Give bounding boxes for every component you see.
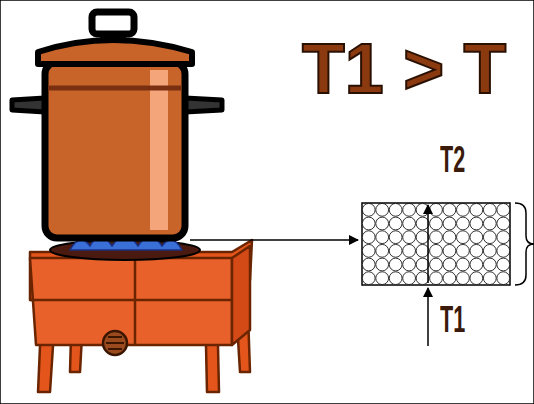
particle xyxy=(470,203,483,216)
particle xyxy=(483,272,496,285)
curly-bracket xyxy=(515,203,534,285)
particle xyxy=(483,258,496,271)
particle xyxy=(443,272,456,285)
particle xyxy=(497,217,510,230)
particle xyxy=(376,244,389,257)
particle xyxy=(362,258,375,271)
particle xyxy=(470,272,483,285)
particle xyxy=(362,203,375,216)
particle xyxy=(483,231,496,244)
particle xyxy=(403,244,416,257)
particle xyxy=(389,203,402,216)
particle xyxy=(457,217,470,230)
particle xyxy=(443,203,456,216)
particle xyxy=(443,258,456,271)
stove xyxy=(30,240,252,392)
particle xyxy=(497,231,510,244)
particle xyxy=(376,272,389,285)
particle xyxy=(483,203,496,216)
particle xyxy=(430,231,443,244)
particle xyxy=(470,258,483,271)
particle xyxy=(416,244,429,257)
particle xyxy=(457,272,470,285)
particle xyxy=(389,217,402,230)
particle xyxy=(376,231,389,244)
particle xyxy=(389,272,402,285)
particle xyxy=(497,272,510,285)
particle xyxy=(376,258,389,271)
particle xyxy=(470,217,483,230)
title: T1 > T xyxy=(302,34,506,104)
particle xyxy=(416,272,429,285)
particle xyxy=(416,231,429,244)
particle xyxy=(416,217,429,230)
particle xyxy=(457,231,470,244)
particle xyxy=(362,217,375,230)
particle xyxy=(430,272,443,285)
heat-input-arrow xyxy=(427,288,429,346)
particle xyxy=(443,231,456,244)
particle xyxy=(443,217,456,230)
cooking-pot xyxy=(12,12,222,238)
particle xyxy=(389,231,402,244)
particle xyxy=(362,272,375,285)
particle xyxy=(497,244,510,257)
particle xyxy=(483,244,496,257)
particle xyxy=(403,272,416,285)
temperature-label: T1 xyxy=(440,302,465,338)
particle xyxy=(470,231,483,244)
particle xyxy=(497,203,510,216)
particle xyxy=(376,217,389,230)
particle xyxy=(416,203,429,216)
particle xyxy=(457,258,470,271)
particle xyxy=(497,258,510,271)
particle xyxy=(403,203,416,216)
particle xyxy=(457,244,470,257)
particle xyxy=(403,231,416,244)
particle xyxy=(376,203,389,216)
particle xyxy=(362,244,375,257)
particle xyxy=(430,203,443,216)
particle xyxy=(457,203,470,216)
particle xyxy=(443,244,456,257)
temperature-label: T2 xyxy=(440,142,465,178)
particle xyxy=(430,244,443,257)
particle xyxy=(483,217,496,230)
heat-flow-arrow xyxy=(427,205,429,283)
particle xyxy=(430,217,443,230)
particle xyxy=(403,217,416,230)
particle xyxy=(362,231,375,244)
pointer-arrow xyxy=(190,239,358,241)
particle-lattice xyxy=(362,203,510,285)
particle xyxy=(403,258,416,271)
particle xyxy=(470,244,483,257)
particle xyxy=(389,258,402,271)
particle xyxy=(389,244,402,257)
particle xyxy=(416,258,429,271)
particle xyxy=(430,258,443,271)
